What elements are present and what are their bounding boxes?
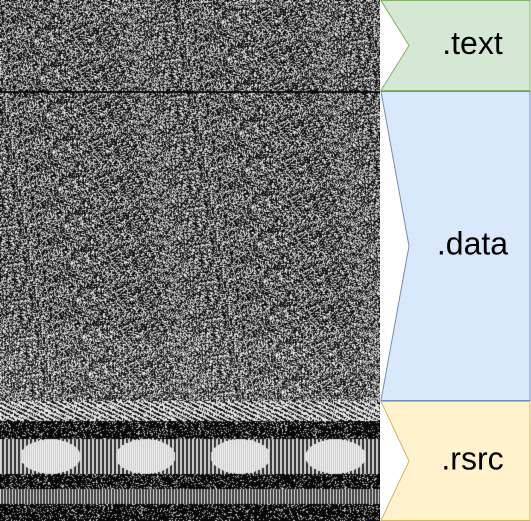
- section-data-label: .data: [437, 225, 508, 261]
- binary-visualization: [0, 0, 380, 521]
- section-text-chevron: [380, 0, 531, 91]
- section-rsrc: .rsrc: [380, 401, 531, 521]
- section-data: .data: [380, 91, 531, 401]
- section-text: .text: [380, 0, 531, 91]
- section-text-label: .text: [442, 25, 503, 61]
- binary-noise-image: [0, 0, 380, 521]
- section-rsrc-label: .rsrc: [441, 440, 503, 476]
- section-data-chevron: [380, 91, 531, 401]
